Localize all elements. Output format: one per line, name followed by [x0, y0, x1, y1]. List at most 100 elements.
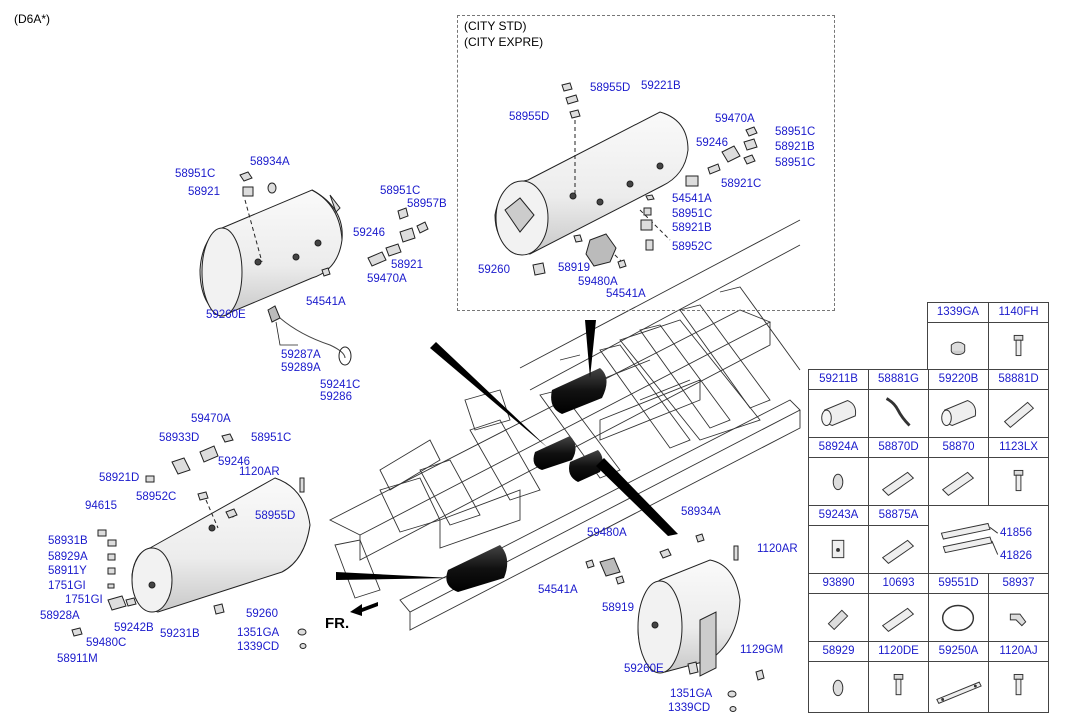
- part-label[interactable]: 54541A: [672, 193, 712, 205]
- part-cell[interactable]: 58875A: [868, 505, 929, 574]
- part-label[interactable]: 59286: [320, 391, 352, 403]
- part-cell[interactable]: 1120DE: [868, 641, 929, 713]
- part-label[interactable]: 59221B: [641, 80, 681, 92]
- part-label[interactable]: 58929A: [48, 551, 88, 563]
- part-label[interactable]: 59246: [218, 456, 250, 468]
- part-label[interactable]: 58921C: [721, 178, 762, 190]
- part-code[interactable]: 1140FH: [989, 303, 1048, 323]
- part-label[interactable]: 58933D: [159, 432, 200, 444]
- part-cell[interactable]: 59243A: [808, 505, 869, 574]
- part-cell[interactable]: 58929: [808, 641, 869, 713]
- part-label[interactable]: 1120AR: [239, 466, 280, 478]
- part-label[interactable]: 58921D: [99, 472, 140, 484]
- part-label[interactable]: 58957B: [407, 198, 447, 210]
- part-code[interactable]: 58924A: [809, 438, 868, 458]
- part-code[interactable]: 58929: [809, 642, 868, 662]
- part-label[interactable]: 58934A: [250, 156, 290, 168]
- part-code[interactable]: 93890: [809, 574, 868, 594]
- part-label[interactable]: 58952C: [136, 491, 177, 503]
- part-cell[interactable]: 58881D: [988, 369, 1049, 438]
- part-label[interactable]: 59289A: [281, 362, 321, 374]
- part-label[interactable]: 59470A: [367, 273, 407, 285]
- part-label[interactable]: 59260: [478, 264, 510, 276]
- part-label[interactable]: 58921: [188, 186, 220, 198]
- part-label[interactable]: 1120AR: [757, 543, 798, 555]
- part-label[interactable]: 1339CD: [668, 702, 711, 714]
- part-code[interactable]: 58937: [989, 574, 1048, 594]
- part-cell[interactable]: 1140FH: [988, 302, 1049, 370]
- part-code[interactable]: 58881G: [869, 370, 928, 390]
- part-label[interactable]: 1351GA: [237, 627, 280, 639]
- part-label[interactable]: 58955D: [255, 510, 296, 522]
- part-label[interactable]: 1751GI: [65, 594, 103, 606]
- part-cell[interactable]: 1120AJ: [988, 641, 1049, 713]
- part-label[interactable]: 59241C: [320, 379, 361, 391]
- part-cell[interactable]: 10693: [868, 573, 929, 642]
- part-label[interactable]: 59260: [246, 608, 278, 620]
- part-cell[interactable]: 59250A: [928, 641, 989, 713]
- part-code[interactable]: 59211B: [809, 370, 868, 390]
- part-label[interactable]: 59260E: [206, 309, 246, 321]
- part-cell[interactable]: 58924A: [808, 437, 869, 506]
- part-label[interactable]: 59287A: [281, 349, 321, 361]
- part-label[interactable]: 59470A: [715, 113, 755, 125]
- part-label[interactable]: 58951C: [775, 157, 816, 169]
- part-label[interactable]: 58951C: [380, 185, 421, 197]
- part-code[interactable]: 41856: [1000, 527, 1032, 539]
- part-label[interactable]: 58934A: [681, 506, 721, 518]
- part-label[interactable]: 58919: [602, 602, 634, 614]
- part-label[interactable]: 94615: [85, 500, 117, 512]
- part-code[interactable]: 1123LX: [989, 438, 1048, 458]
- part-code[interactable]: 58870: [929, 438, 988, 458]
- part-code[interactable]: 1120DE: [869, 642, 928, 662]
- part-label[interactable]: 58951C: [672, 208, 713, 220]
- part-cell[interactable]: 1339GA: [927, 302, 989, 370]
- part-label[interactable]: 58921B: [672, 222, 712, 234]
- part-label[interactable]: 59242B: [114, 622, 154, 634]
- part-cell[interactable]: 59551D: [928, 573, 989, 642]
- part-cell[interactable]: 58870: [928, 437, 989, 506]
- part-label[interactable]: 59231B: [160, 628, 200, 640]
- part-label[interactable]: 58955D: [509, 111, 550, 123]
- part-label[interactable]: 54541A: [306, 296, 346, 308]
- part-cell[interactable]: 1123LX: [988, 437, 1049, 506]
- part-label[interactable]: 59246: [353, 227, 385, 239]
- part-cell[interactable]: 58870D: [868, 437, 929, 506]
- part-code[interactable]: 58870D: [869, 438, 928, 458]
- part-label[interactable]: 59480A: [578, 276, 618, 288]
- part-label[interactable]: 58951C: [175, 168, 216, 180]
- part-label[interactable]: 1129GM: [740, 644, 784, 656]
- part-label[interactable]: 58951C: [251, 432, 292, 444]
- part-label[interactable]: 1751GI: [48, 580, 86, 592]
- part-label[interactable]: 59470A: [191, 413, 231, 425]
- part-label[interactable]: 59260E: [624, 663, 664, 675]
- part-cell[interactable]: 58937: [988, 573, 1049, 642]
- part-label[interactable]: 58921B: [775, 141, 815, 153]
- part-label[interactable]: 1351GA: [670, 688, 713, 700]
- part-cell[interactable]: 59211B: [808, 369, 869, 438]
- part-code[interactable]: 1339GA: [928, 303, 988, 323]
- part-code[interactable]: 59220B: [929, 370, 988, 390]
- part-code[interactable]: 59551D: [929, 574, 988, 594]
- part-cell[interactable]: 58881G: [868, 369, 929, 438]
- part-label[interactable]: 54541A: [538, 584, 578, 596]
- part-code[interactable]: 1120AJ: [989, 642, 1048, 662]
- part-label[interactable]: 58931B: [48, 535, 88, 547]
- part-code[interactable]: 58875A: [869, 506, 928, 526]
- part-label[interactable]: 58911Y: [48, 565, 87, 577]
- part-label[interactable]: 58921: [391, 259, 423, 271]
- part-code[interactable]: 58881D: [989, 370, 1048, 390]
- part-code[interactable]: 41826: [1000, 550, 1032, 562]
- part-label[interactable]: 58952C: [672, 241, 713, 253]
- part-label[interactable]: 58919: [558, 262, 590, 274]
- part-label[interactable]: 58955D: [590, 82, 631, 94]
- part-cell[interactable]: 93890: [808, 573, 869, 642]
- part-label[interactable]: 1339CD: [237, 641, 280, 653]
- part-code[interactable]: 59243A: [809, 506, 868, 526]
- part-label[interactable]: 59480A: [587, 527, 627, 539]
- part-label[interactable]: 58928A: [40, 610, 80, 622]
- part-label[interactable]: 54541A: [606, 288, 646, 300]
- part-label[interactable]: 58951C: [775, 126, 816, 138]
- part-code[interactable]: 59250A: [929, 642, 988, 662]
- part-label[interactable]: 59246: [696, 137, 728, 149]
